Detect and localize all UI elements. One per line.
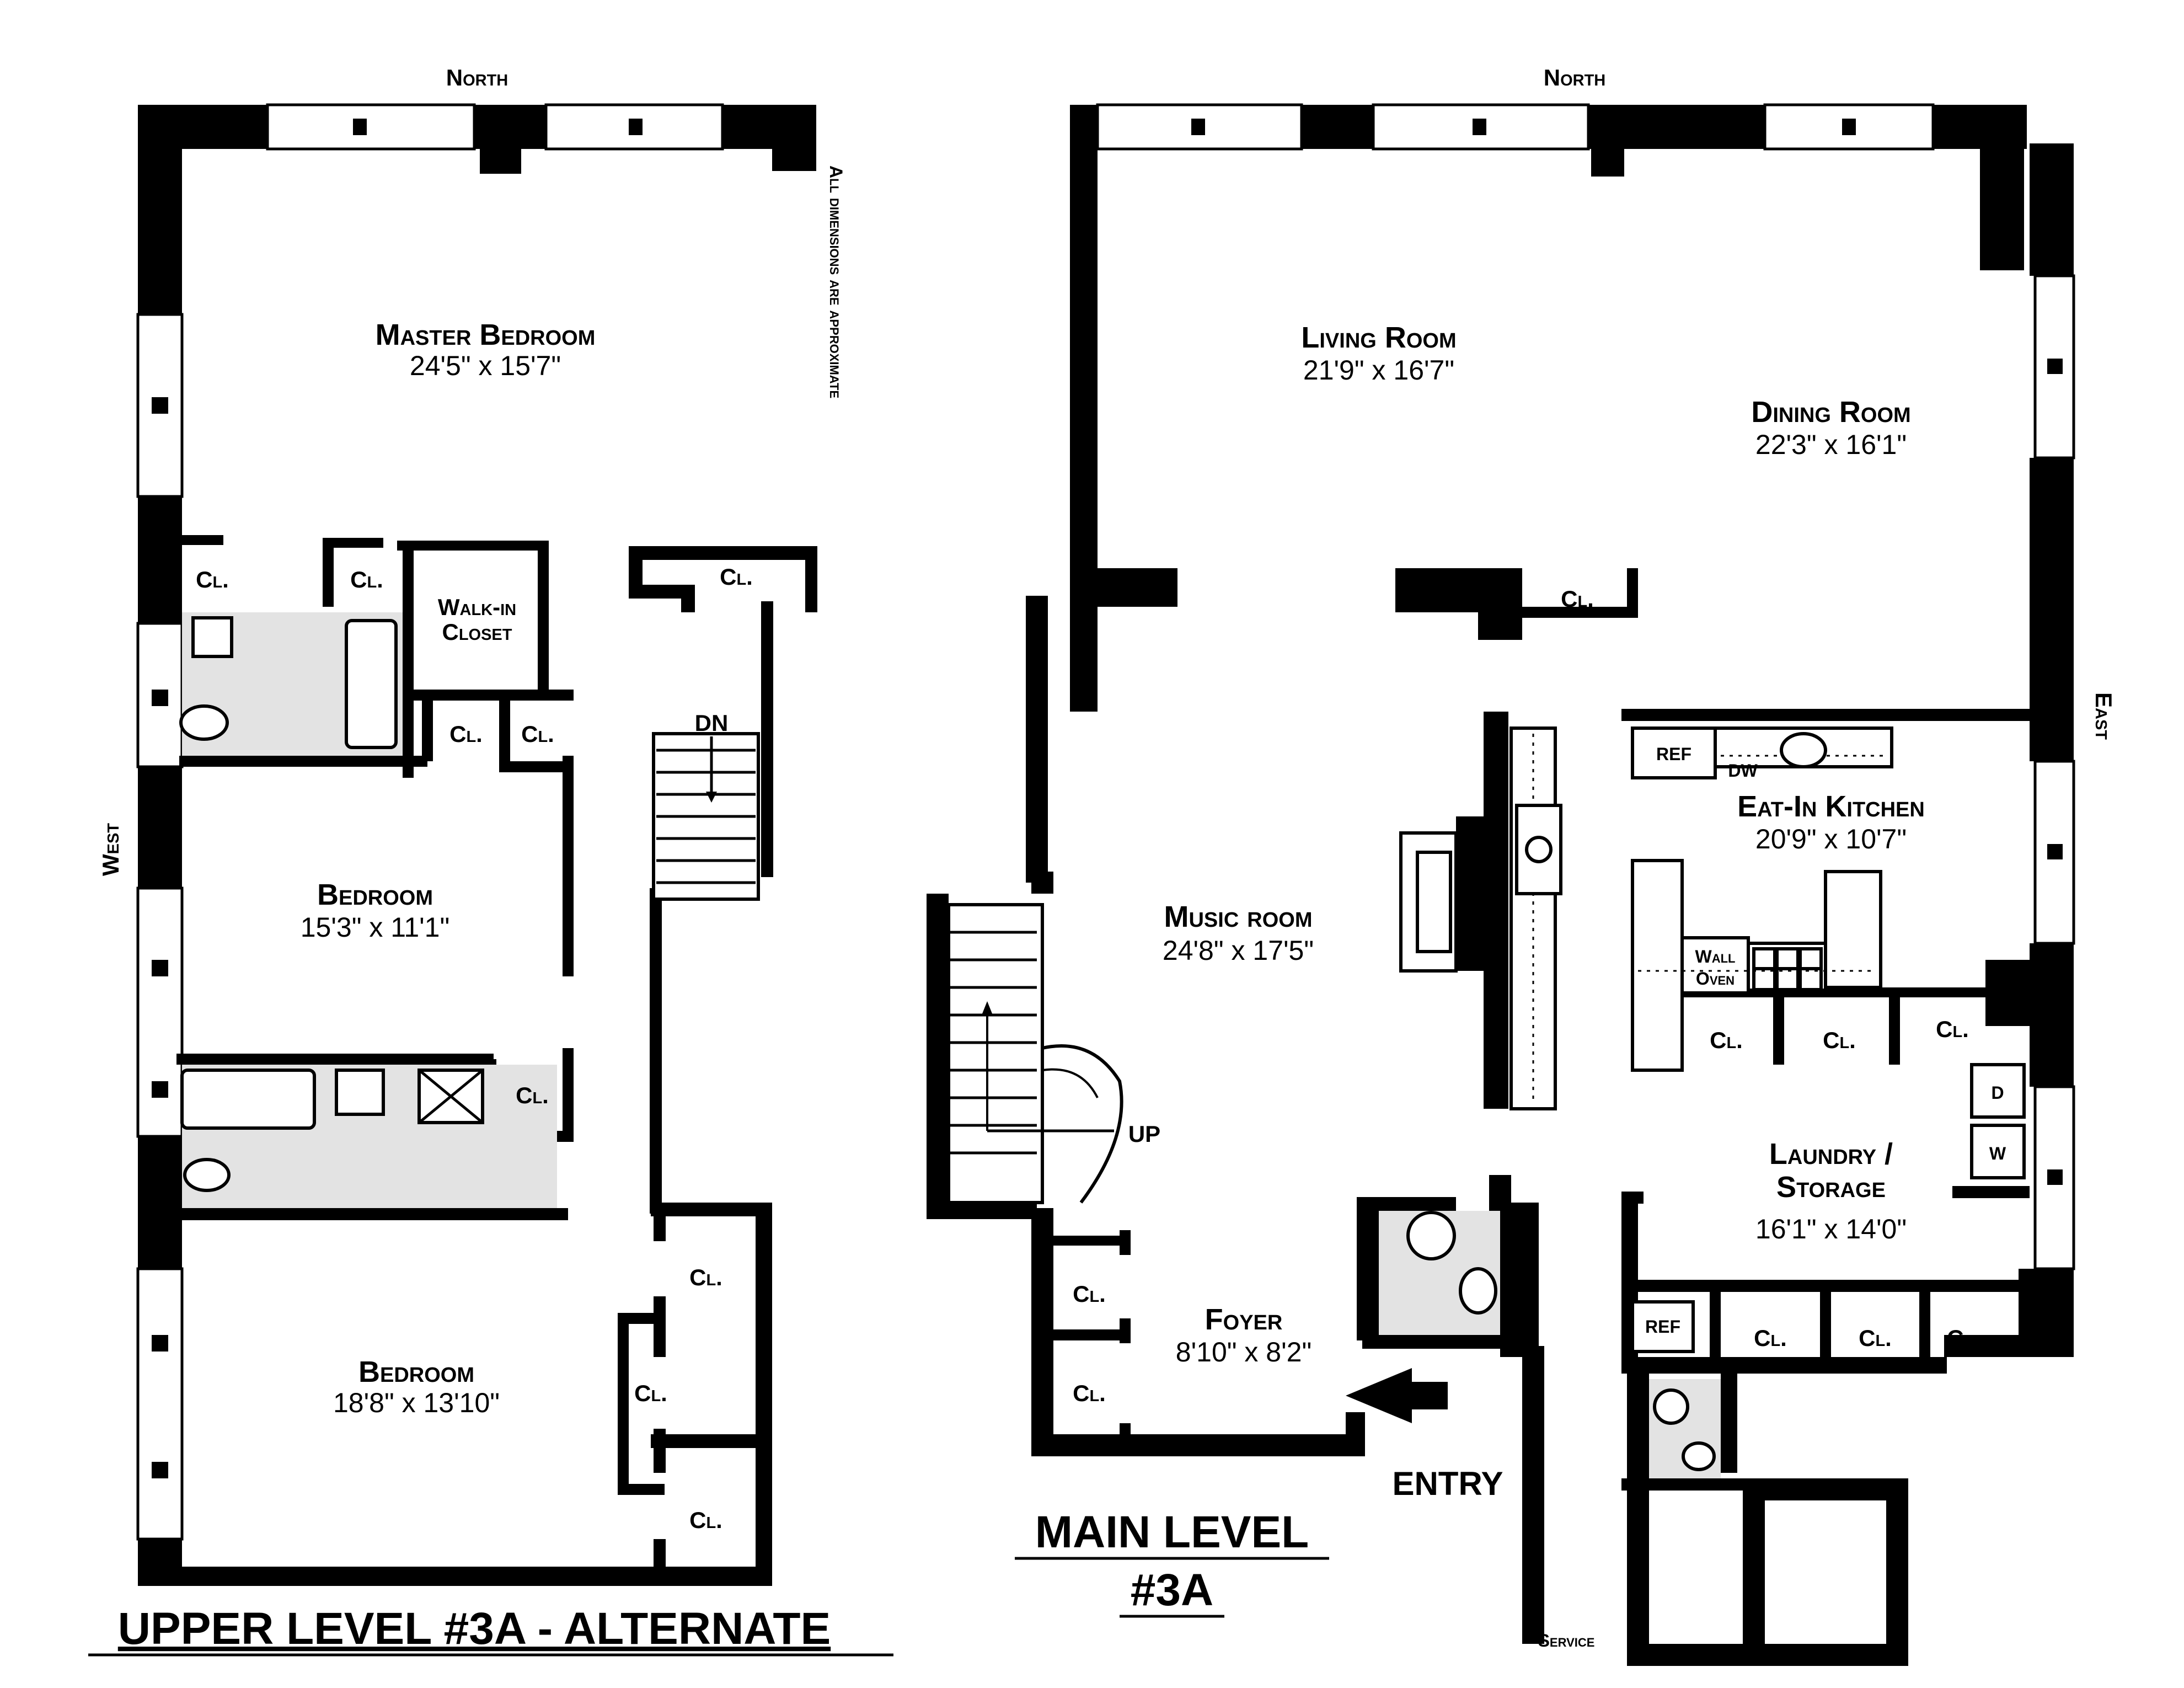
laundry-dims: 16'1" x 14'0" [1755, 1214, 1907, 1244]
main-closet-2: Cl. [1710, 1027, 1743, 1053]
upper-closet-8: Cl. [634, 1380, 667, 1406]
main-east-label: East [2091, 692, 2117, 740]
main-interior-walls [927, 568, 2071, 1666]
upper-closet-7: Cl. [689, 1264, 722, 1290]
bedroom-1-name: Bedroom [317, 878, 433, 911]
bedroom-2-name: Bedroom [358, 1355, 474, 1388]
main-north-windows [1096, 103, 1935, 151]
kitchen-name: Eat-In Kitchen [1737, 790, 1925, 823]
upper-closet-9: Cl. [689, 1507, 722, 1533]
main-east-windows [2033, 274, 2075, 1270]
dw-label: DW [1728, 761, 1758, 781]
wall-oven-line1: Wall [1695, 947, 1736, 966]
dryer-label: D [1991, 1083, 2004, 1103]
main-closet-4: Cl. [1936, 1016, 1969, 1042]
master-bedroom-name: Master Bedroom [376, 318, 596, 351]
upper-closet-3: Cl. [720, 564, 753, 590]
main-level-plan: North East Living Room 21'9" x 16'7" Din… [927, 65, 2117, 1666]
dining-room-name: Dining Room [1751, 396, 1910, 429]
main-closet-5: Cl. [1754, 1325, 1787, 1351]
wall-oven-line2: Oven [1696, 969, 1735, 989]
bedroom-1-dims: 15'3" x 11'1" [301, 912, 450, 943]
upper-closet-4: Cl. [449, 721, 483, 747]
service-void [1655, 1511, 1743, 1638]
upper-exterior-walls [138, 105, 817, 1586]
washer-label: W [1989, 1144, 2006, 1163]
foyer-dims: 8'10" x 8'2" [1176, 1337, 1312, 1368]
main-closet-7: Cl. [1947, 1325, 1980, 1351]
upper-closet-1: Cl. [196, 567, 229, 592]
upper-closet-2: Cl. [350, 567, 383, 592]
powder-room [1379, 1211, 1500, 1335]
upper-labels: North West All dimensions are approximat… [88, 65, 893, 1657]
stair-up-label: UP [1128, 1121, 1160, 1147]
kitchen-dims: 20'9" x 10'7" [1755, 824, 1907, 854]
main-level-title-1: MAIN LEVEL [1035, 1507, 1309, 1557]
upper-bath-2 [180, 1065, 557, 1208]
dining-room-dims: 22'3" x 16'1" [1755, 429, 1907, 460]
service-bath [1649, 1379, 1721, 1478]
upper-closet-6: Cl. [516, 1082, 549, 1108]
music-room-dims: 24'8" x 17'5" [1163, 935, 1314, 966]
main-stair-up [947, 903, 1123, 1204]
foyer-name: Foyer [1205, 1303, 1283, 1336]
bedroom-2-dims: 18'8" x 13'10" [333, 1387, 500, 1418]
ref-label-2: REF [1645, 1317, 1680, 1337]
kitchen-fixtures [1631, 727, 2026, 1353]
upper-stair-down [652, 732, 760, 901]
upper-west-label: West [98, 823, 124, 876]
stair-down-label: DN [695, 710, 729, 736]
upper-level-title: UPPER LEVEL #3A - ALTERNATE [118, 1604, 831, 1654]
upper-west-windows [136, 313, 184, 1541]
main-exterior-walls [1026, 105, 2074, 1456]
service-label: Service [1538, 1631, 1595, 1650]
main-closet-1: Cl. [1561, 586, 1594, 612]
upper-closet-5: Cl. [521, 721, 554, 747]
walk-in-closet-line2: Closet [442, 619, 512, 645]
laundry-line1: Laundry / [1769, 1137, 1893, 1171]
main-closet-6: Cl. [1859, 1325, 1892, 1351]
upper-bath-1 [179, 612, 403, 756]
upper-level-plan: North West All dimensions are approximat… [88, 65, 893, 1657]
main-level-title-2: #3A [1131, 1565, 1213, 1615]
wet-bar [1509, 727, 1562, 1110]
fireplace [1399, 831, 1458, 973]
main-labels: North East Living Room 21'9" x 16'7" Din… [1015, 65, 2117, 1650]
upper-north-label: North [446, 65, 508, 90]
approximate-note: All dimensions are approximate [826, 165, 846, 398]
entry-arrow-icon [1346, 1368, 1412, 1423]
main-closet-8: Cl. [1073, 1281, 1106, 1307]
laundry-line2: Storage [1776, 1171, 1886, 1204]
walk-in-closet-line1: Walk-in [438, 594, 516, 620]
entry-label: ENTRY [1392, 1465, 1503, 1502]
ref-label-1: REF [1656, 744, 1691, 764]
main-closet-3: Cl. [1823, 1027, 1856, 1053]
living-room-dims: 21'9" x 16'7" [1303, 355, 1454, 386]
master-bedroom-dims: 24'5" x 15'7" [410, 350, 561, 381]
main-closet-9: Cl. [1073, 1380, 1106, 1406]
upper-north-windows [266, 103, 724, 151]
music-room-name: Music room [1164, 900, 1313, 933]
living-room-name: Living Room [1301, 321, 1456, 354]
main-north-label: North [1544, 65, 1606, 90]
